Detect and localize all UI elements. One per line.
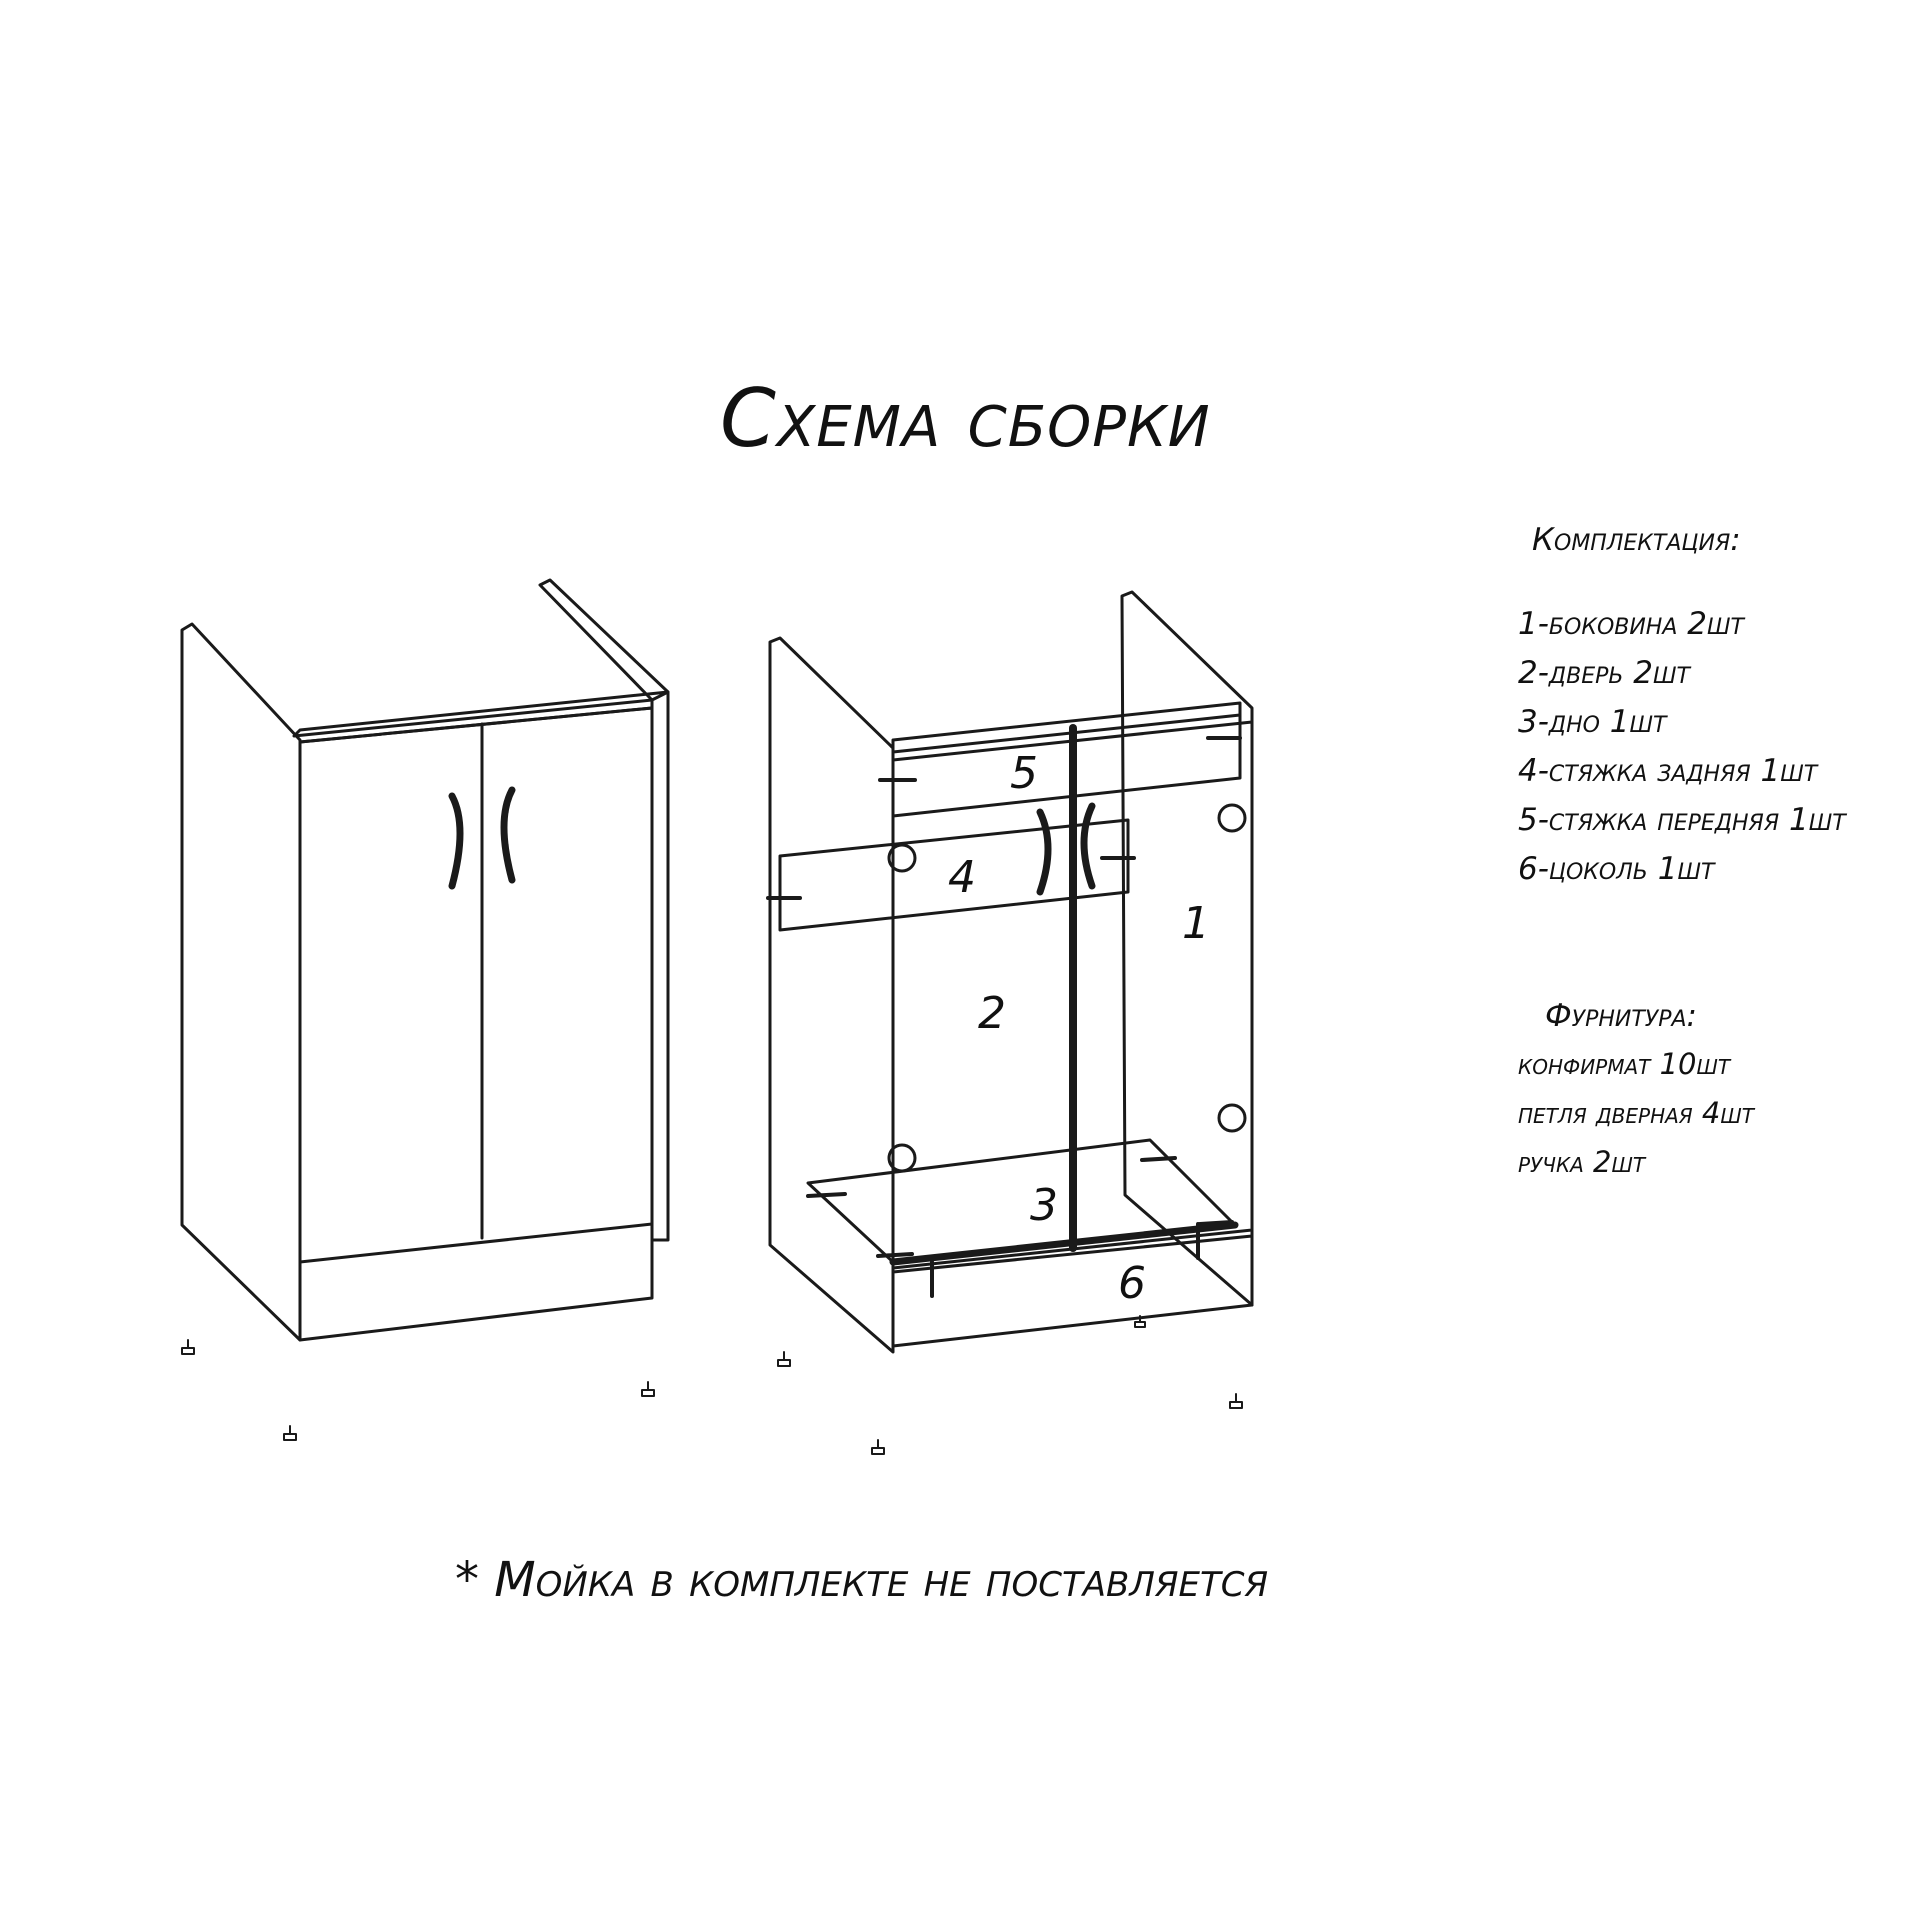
left-side-panel (180, 622, 302, 1342)
exploded-handle-left (1036, 808, 1052, 896)
doors-2 (891, 720, 1254, 1270)
left-door-handle (448, 792, 464, 890)
plinth-6 (891, 1234, 1254, 1348)
door-hinges (887, 803, 1247, 1173)
part-label-2: 2 (978, 988, 1006, 1039)
part-label-3: 3 (1030, 1180, 1058, 1231)
hardware-item: ручка 2шт (1518, 1145, 1646, 1179)
top-rail (292, 690, 670, 738)
hardware-list: конфирмат 10шт петля дверная 4шт ручка 2… (1518, 1040, 1754, 1187)
kit-heading: Комплектация: (1532, 522, 1741, 558)
hardware-heading: Фурнитура: (1545, 998, 1697, 1034)
cabinet-feet (181, 1339, 655, 1441)
plinth-line (298, 1222, 654, 1264)
back-rail-4 (778, 818, 1130, 932)
hardware-item: конфирмат 10шт (1518, 1047, 1731, 1081)
confirmat-screws (766, 736, 1242, 1298)
kit-item: 4-стяжка задняя 1шт (1518, 753, 1818, 789)
right-door-handle (500, 786, 516, 884)
exploded-feet (777, 1315, 1243, 1455)
part-label-4: 4 (948, 852, 976, 903)
footnote: * Мойка в комплекте не поставляется (455, 1552, 1269, 1608)
right-side-panel (538, 578, 670, 1242)
assembled-cabinet (180, 578, 670, 1441)
kit-item: 3-дно 1шт (1518, 704, 1667, 740)
hardware-item: петля дверная 4шт (1518, 1096, 1754, 1130)
diagram-title: Схема сборки (720, 372, 1211, 465)
part-labels: 1 2 3 4 5 6 (948, 748, 1210, 1309)
kit-item: 6-цоколь 1шт (1518, 851, 1715, 887)
exploded-handle-right (1080, 802, 1096, 890)
kit-item: 5-стяжка передняя 1шт (1518, 802, 1846, 838)
exploded-cabinet (766, 590, 1254, 1455)
part-label-5: 5 (1010, 748, 1038, 799)
kit-list: 1-боковина 2шт 2-дверь 2шт 3-дно 1шт 4-с… (1518, 600, 1846, 894)
part-label-1: 1 (1182, 898, 1210, 949)
part-label-6: 6 (1118, 1258, 1146, 1309)
kit-item: 1-боковина 2шт (1518, 606, 1744, 642)
kit-item: 2-дверь 2шт (1518, 655, 1690, 691)
front-face (298, 706, 654, 1342)
